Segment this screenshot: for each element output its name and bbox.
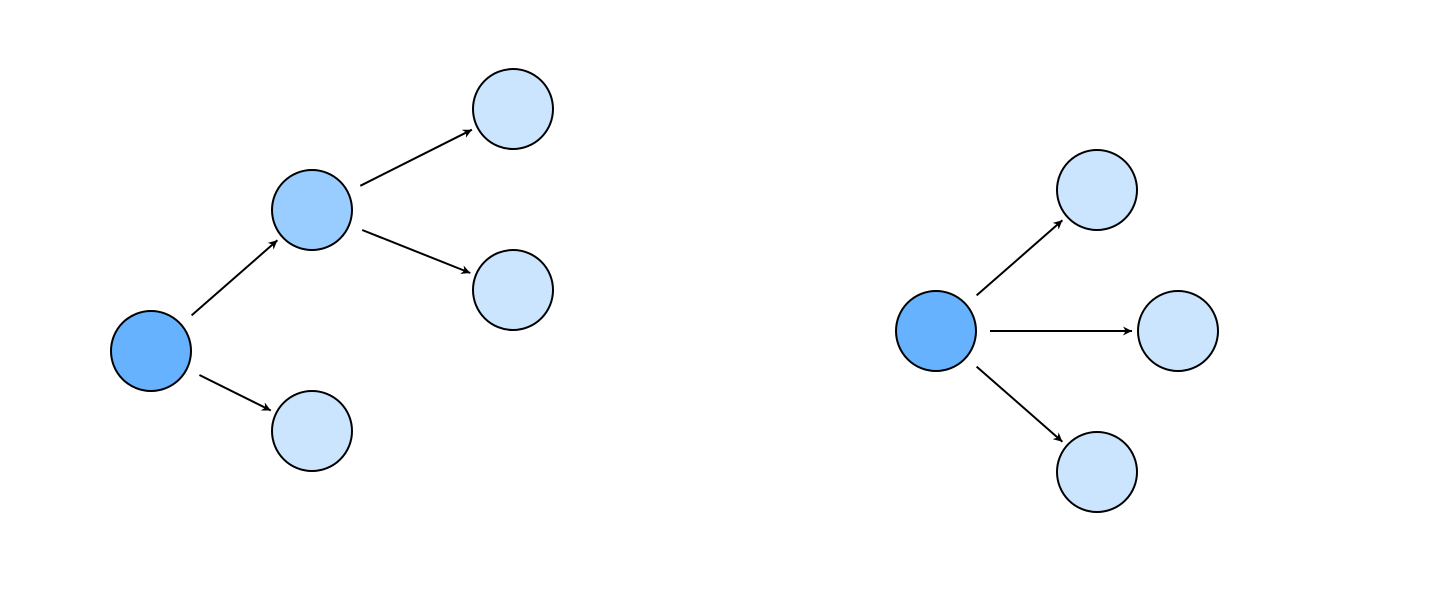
edge-r-u — [975, 365, 1064, 443]
edge-b-e — [361, 229, 471, 274]
node-intermediate-b — [271, 169, 353, 251]
edge-a-b — [190, 239, 279, 317]
node-leaf-e — [472, 249, 554, 331]
edges-layer — [190, 128, 1132, 443]
edge-b-d — [359, 128, 473, 187]
node-leaf-s — [1056, 149, 1138, 231]
edge-a-c — [198, 374, 272, 412]
node-leaf-u — [1056, 431, 1138, 513]
node-root-a — [110, 310, 192, 392]
node-root-r — [895, 290, 977, 372]
edge-r-s — [975, 219, 1064, 297]
node-leaf-t — [1137, 290, 1219, 372]
nodes-layer — [110, 68, 1219, 513]
node-leaf-d — [472, 68, 554, 150]
node-leaf-c — [271, 390, 353, 472]
